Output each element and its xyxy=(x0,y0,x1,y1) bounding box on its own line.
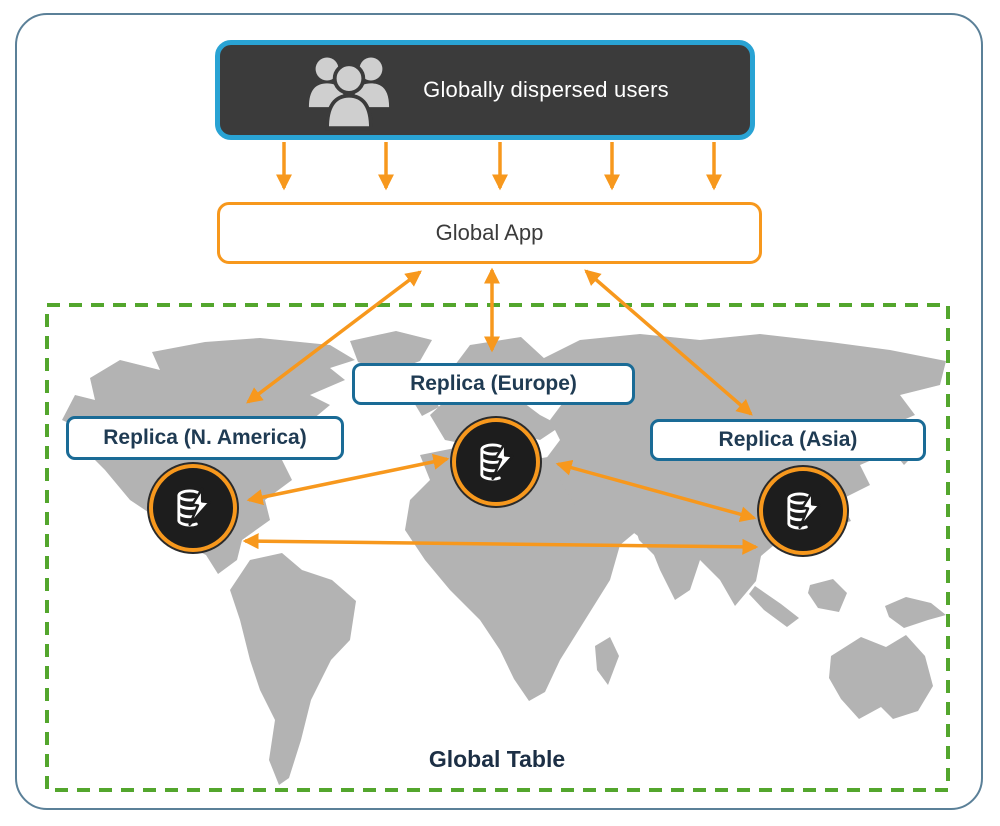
dynamodb-database-icon xyxy=(177,487,211,527)
map-new-guinea xyxy=(885,597,946,628)
replica-asia-box: Replica (Asia) xyxy=(650,419,926,461)
replica-europe-box: Replica (Europe) xyxy=(352,363,635,405)
arrow-namerica-europe xyxy=(246,453,450,506)
dynamodb-node-namerica xyxy=(149,464,237,552)
arrow-app-asia xyxy=(584,269,753,416)
map-australia xyxy=(829,635,933,719)
dynamodb-database-icon xyxy=(480,441,514,481)
arrow-namerica-asia xyxy=(242,533,759,555)
map-south-america xyxy=(230,553,356,785)
users-group-icon xyxy=(309,57,390,131)
replica-europe-label: Replica (Europe) xyxy=(410,372,577,395)
replica-namerica-label: Replica (N. America) xyxy=(103,426,307,449)
global-table-label: Global Table xyxy=(428,746,566,772)
users-box-label: Globally dispersed users xyxy=(423,77,669,102)
dynamodb-node-asia xyxy=(759,467,847,555)
arrow-app-namerica xyxy=(246,270,422,404)
arrows xyxy=(242,142,759,555)
map-sumatra xyxy=(749,586,799,627)
map-borneo xyxy=(808,579,847,612)
arrow-europe-asia xyxy=(555,459,757,523)
replica-asia-label: Replica (Asia) xyxy=(718,428,858,451)
map-madagascar xyxy=(595,637,619,685)
outer-frame xyxy=(15,13,983,810)
dynamodb-database-icon xyxy=(787,490,821,530)
replica-namerica-box: Replica (N. America) xyxy=(66,416,344,460)
dynamodb-node-europe xyxy=(452,418,540,506)
globally-dispersed-users-box: Globally dispersed users xyxy=(215,40,755,140)
global-app-label: Global App xyxy=(435,220,544,245)
global-app-box: Global App xyxy=(217,202,762,264)
